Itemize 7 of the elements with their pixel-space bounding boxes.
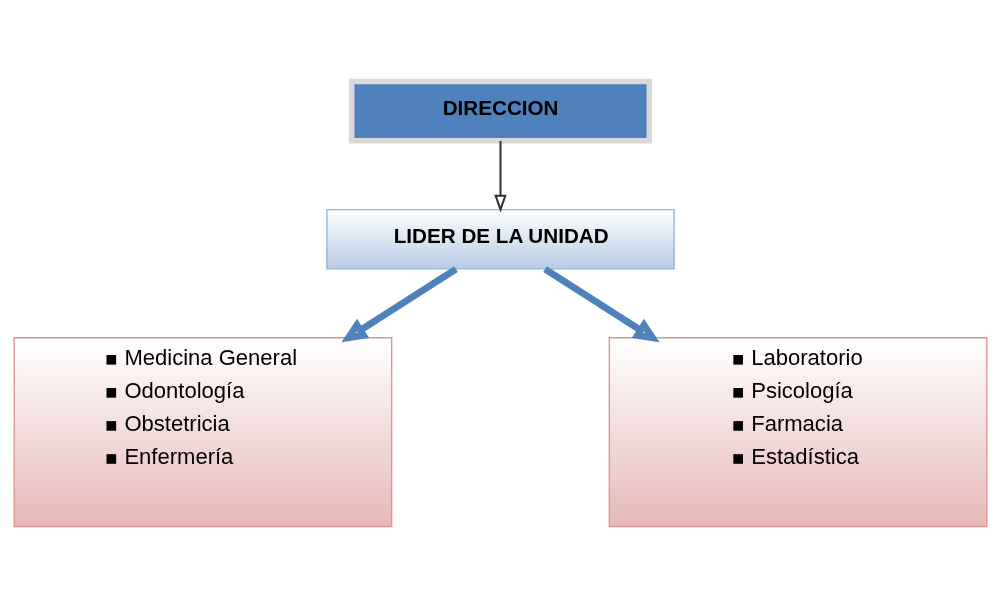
node-box: Medicina General Odontología Obstetricia Enfermería [13, 337, 393, 528]
arrow [494, 140, 507, 213]
arrow [341, 266, 458, 343]
node-box: LIDER DE LA UNIDAD [326, 208, 675, 270]
arrow [543, 266, 660, 343]
node-box: Laboratorio Psicología Farmacia Estadística [608, 337, 988, 528]
node-box: DIRECCION [348, 78, 653, 144]
